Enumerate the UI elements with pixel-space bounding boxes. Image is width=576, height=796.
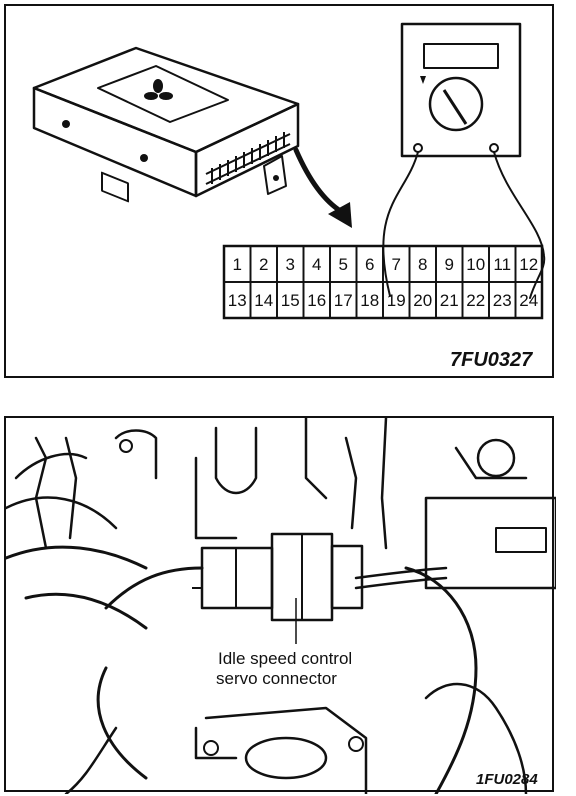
connector-pin-label: 15	[281, 291, 300, 310]
engine-control-unit-icon	[32, 46, 300, 203]
curved-arrow-icon	[293, 147, 352, 228]
multimeter-icon	[400, 22, 522, 158]
engine-bay-icon	[6, 418, 556, 794]
connector-pin-label: 13	[228, 291, 247, 310]
connector-pin-label: 17	[334, 291, 353, 310]
connector-pin-label: 14	[254, 291, 273, 310]
connector-pin-label: 7	[392, 255, 401, 274]
connector-pin-label: 22	[466, 291, 485, 310]
connector-pin-label: 24	[519, 291, 538, 310]
connector-pin-label: 20	[413, 291, 432, 310]
connector-pin-label: 4	[312, 255, 321, 274]
connector-pin-label: 19	[387, 291, 406, 310]
bottom-figure-panel: Idle speed control servo connector 1FU02…	[4, 416, 556, 794]
connector-pin-label: 3	[286, 255, 295, 274]
connector-pin-label: 8	[418, 255, 427, 274]
connector-pin-label: 21	[440, 291, 459, 310]
callout-label-line1: Idle speed control	[218, 649, 352, 668]
connector-plug-icon	[192, 532, 364, 622]
connector-pin-label: 23	[493, 291, 512, 310]
figure-code-bottom: 1FU0284	[476, 771, 538, 788]
connector-pin-label: 9	[445, 255, 454, 274]
figure-code-top: 7FU0327	[450, 349, 533, 371]
bottom-figure-svg: Idle speed control servo connector 1FU02…	[6, 418, 556, 794]
connector-pin-label: 1	[233, 255, 242, 274]
connector-pin-label: 11	[493, 255, 511, 274]
probe-leads-icon	[382, 151, 546, 299]
connector-pin-label: 18	[360, 291, 379, 310]
connector-pin-label: 2	[259, 255, 268, 274]
connector-pin-label: 12	[519, 255, 538, 274]
connector-pin-label: 10	[466, 255, 485, 274]
logo-icon	[144, 79, 173, 100]
callout-label-line2: servo connector	[216, 669, 337, 688]
connector-pin-label: 6	[365, 255, 374, 274]
connector-pin-cell	[514, 281, 543, 319]
connector-pin-label: 16	[307, 291, 326, 310]
connector-pin-label: 5	[339, 255, 348, 274]
